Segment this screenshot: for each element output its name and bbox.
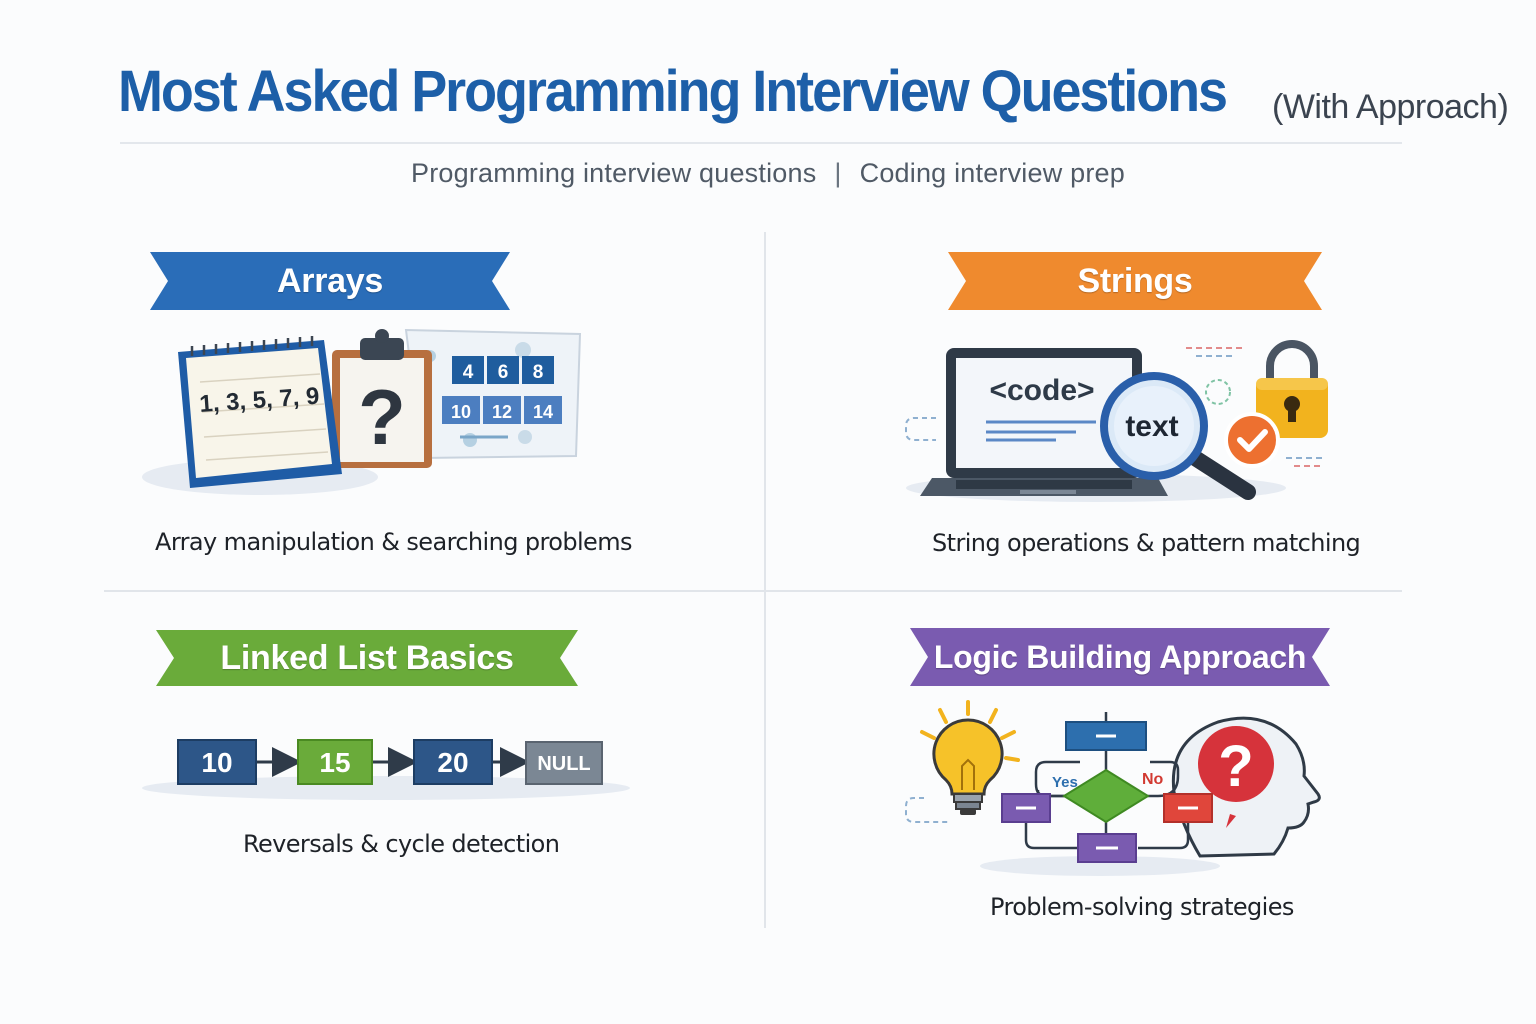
array-grid-card: 4 6 8 10 12 14 — [404, 328, 582, 460]
arrays-banner: Arrays — [150, 252, 510, 310]
magnifier-text: text — [1125, 410, 1178, 443]
page-subtitle: Programming interview questions | Coding i… — [0, 158, 1536, 189]
check-icon — [1224, 412, 1280, 468]
svg-text:?: ? — [358, 373, 406, 461]
grid-cell: 6 — [498, 362, 509, 383]
page-title-suffix: (With Approach) — [1272, 88, 1509, 126]
grid-cell: 14 — [533, 402, 553, 422]
list-node: 10 — [177, 739, 257, 785]
logic-illustration: ? Yes No — [905, 700, 1321, 876]
linked-list-illustration: 10 15 20 NULL — [142, 739, 630, 800]
page-title: Most Asked Programming Interview Questio… — [118, 59, 1228, 124]
title-divider — [120, 142, 1402, 144]
svg-text:10: 10 — [201, 747, 232, 778]
grid-cell: 12 — [492, 402, 512, 422]
linked-list-banner: Linked List Basics — [156, 630, 578, 686]
svg-text:15: 15 — [319, 747, 350, 778]
grid-cell: 4 — [463, 362, 474, 383]
svg-text:20: 20 — [437, 747, 468, 778]
arrays-illustration: 4 6 8 10 12 14 ? 1, 3, 5, 7, 9 — [142, 328, 582, 495]
logic-banner: Logic Building Approach — [910, 628, 1330, 686]
grid-cell: 8 — [533, 362, 544, 383]
notebook-icon: 1, 3, 5, 7, 9 — [178, 336, 342, 488]
strings-banner: Strings — [948, 252, 1322, 310]
strings-caption: String operations & pattern matching — [932, 529, 1361, 557]
subtitle-right: Coding interview prep — [859, 158, 1125, 188]
arrays-caption: Array manipulation & searching problems — [155, 528, 632, 556]
logic-banner-label: Logic Building Approach — [933, 638, 1307, 675]
list-node: 20 — [413, 739, 493, 785]
grid-vertical-divider — [764, 232, 766, 928]
linked-list-caption: Reversals & cycle detection — [243, 830, 560, 858]
svg-text:NULL: NULL — [537, 753, 590, 775]
padlock-icon — [1256, 340, 1328, 438]
grid-cell: 10 — [451, 402, 471, 422]
clipboard-question-icon: ? — [332, 329, 432, 468]
yes-label: Yes — [1052, 774, 1078, 791]
head-question-icon: ? — [1171, 716, 1321, 858]
title-row: Most Asked Programming Interview Questio… — [118, 58, 1509, 138]
list-node: 15 — [297, 739, 373, 785]
strings-banner-label: Strings — [1077, 261, 1193, 300]
no-label: No — [1142, 771, 1164, 788]
subtitle-separator: | — [834, 158, 842, 188]
arrays-banner-label: Arrays — [277, 261, 383, 300]
subtitle-left: Programming interview questions — [411, 158, 817, 188]
code-text: <code> — [989, 374, 1094, 407]
list-node-null: NULL — [525, 741, 603, 785]
svg-text:?: ? — [1218, 734, 1253, 799]
lightbulb-icon — [920, 700, 1020, 815]
linked-list-banner-label: Linked List Basics — [220, 638, 514, 677]
flowchart-shapes — [1001, 721, 1213, 863]
magnifier-icon: text — [1100, 372, 1256, 500]
grid-horizontal-divider — [104, 590, 1402, 592]
strings-illustration: <code> text — [905, 340, 1328, 502]
logic-caption: Problem-solving strategies — [990, 893, 1294, 921]
